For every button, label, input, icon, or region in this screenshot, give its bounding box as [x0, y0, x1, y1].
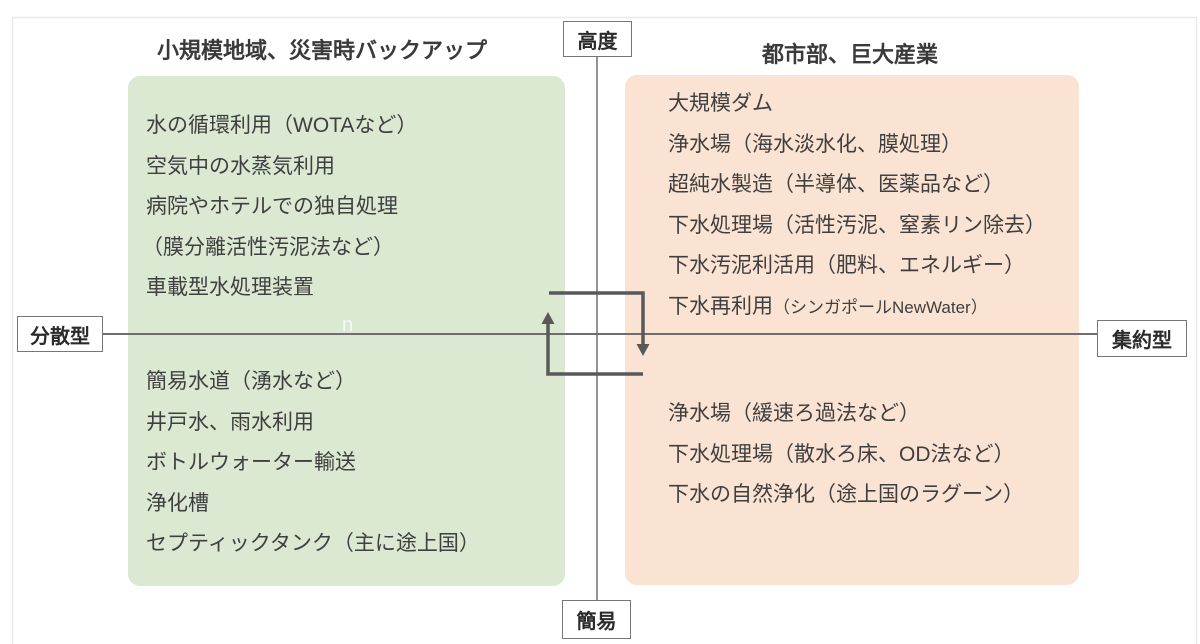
list-item: 下水汚泥利活用（肥料、エネルギー） — [668, 254, 1025, 277]
quadrant-box-left — [128, 76, 565, 586]
list-item: 浄化槽 — [146, 491, 209, 515]
list-item-note-text: （シンガポールNewWater） — [773, 297, 988, 317]
list-item: 下水処理場（散水ろ床、OD法など） — [668, 442, 1015, 466]
list-item: （膜分離活性汚泥法など） — [142, 235, 394, 259]
cycle-arrows — [541, 291, 650, 376]
axis-label-top: 高度 — [563, 21, 632, 57]
cycle-arrow-down-line — [549, 291, 645, 345]
list-item: 井戸水、雨水利用 — [146, 410, 314, 434]
cycle-arrow-up-head — [541, 312, 555, 324]
cycle-arrow-up-line — [546, 323, 643, 376]
list-item: 超純水製造（半導体、医薬品など） — [668, 173, 1004, 196]
list-item: 病院やホテルでの独自処理 — [146, 195, 398, 218]
list-item: ボトルウォーター輸送 — [146, 451, 356, 474]
quadrant-list-bottom-right: 浄水場（緩速ろ過法など） 下水処理場（散水ろ床、OD法など） 下水の自然浄化（途… — [668, 393, 1024, 515]
axis-label-bottom: 簡易 — [562, 600, 631, 639]
list-item: 簡易水道（湧水など） — [146, 370, 356, 393]
list-item: セプティックタンク（主に途上国） — [146, 532, 480, 555]
list-item: 下水の自然浄化（途上国のラグーン） — [668, 483, 1024, 506]
quadrant-list-top-left: 水の循環利用（WOTAなど） 空気中の水蒸気利用 病院やホテルでの独自処理 （膜… — [142, 106, 418, 309]
list-item: 大規模ダム — [668, 92, 773, 115]
list-item: 車載型水処理装置 — [146, 276, 314, 299]
list-item: 下水再利用（シンガポールNewWater） — [668, 287, 1046, 328]
quadrant-list-top-right: 大規模ダム 浄水場（海水淡水化、膜処理） 超純水製造（半導体、医薬品など） 下水… — [668, 84, 1046, 327]
quadrant-title-right: 都市部、巨大産業 — [762, 42, 939, 67]
quadrant-box-right — [625, 75, 1079, 585]
list-item: 下水処理場（活性汚泥、窒素リン除去） — [668, 213, 1046, 237]
list-item: 浄水場（緩速ろ過法など） — [668, 402, 920, 425]
list-item: 浄水場（海水淡水化、膜処理） — [668, 132, 962, 156]
quadrant-title-left: 小規模地域、災害時バックアップ — [157, 38, 488, 63]
list-item: 水の循環利用（WOTAなど） — [146, 114, 418, 137]
watermark-text: n — [342, 314, 354, 336]
axis-label-right: 集約型 — [1097, 320, 1187, 357]
quadrant-list-bottom-left: 簡易水道（湧水など） 井戸水、雨水利用 ボトルウォーター輸送 浄化槽 セプティッ… — [146, 362, 480, 565]
list-item-main-text: 下水再利用 — [668, 294, 773, 318]
axis-label-left: 分散型 — [17, 316, 103, 352]
cycle-arrow-down-head — [636, 344, 650, 356]
outer-frame — [11, 16, 1198, 644]
list-item: 空気中の水蒸気利用 — [146, 154, 335, 178]
